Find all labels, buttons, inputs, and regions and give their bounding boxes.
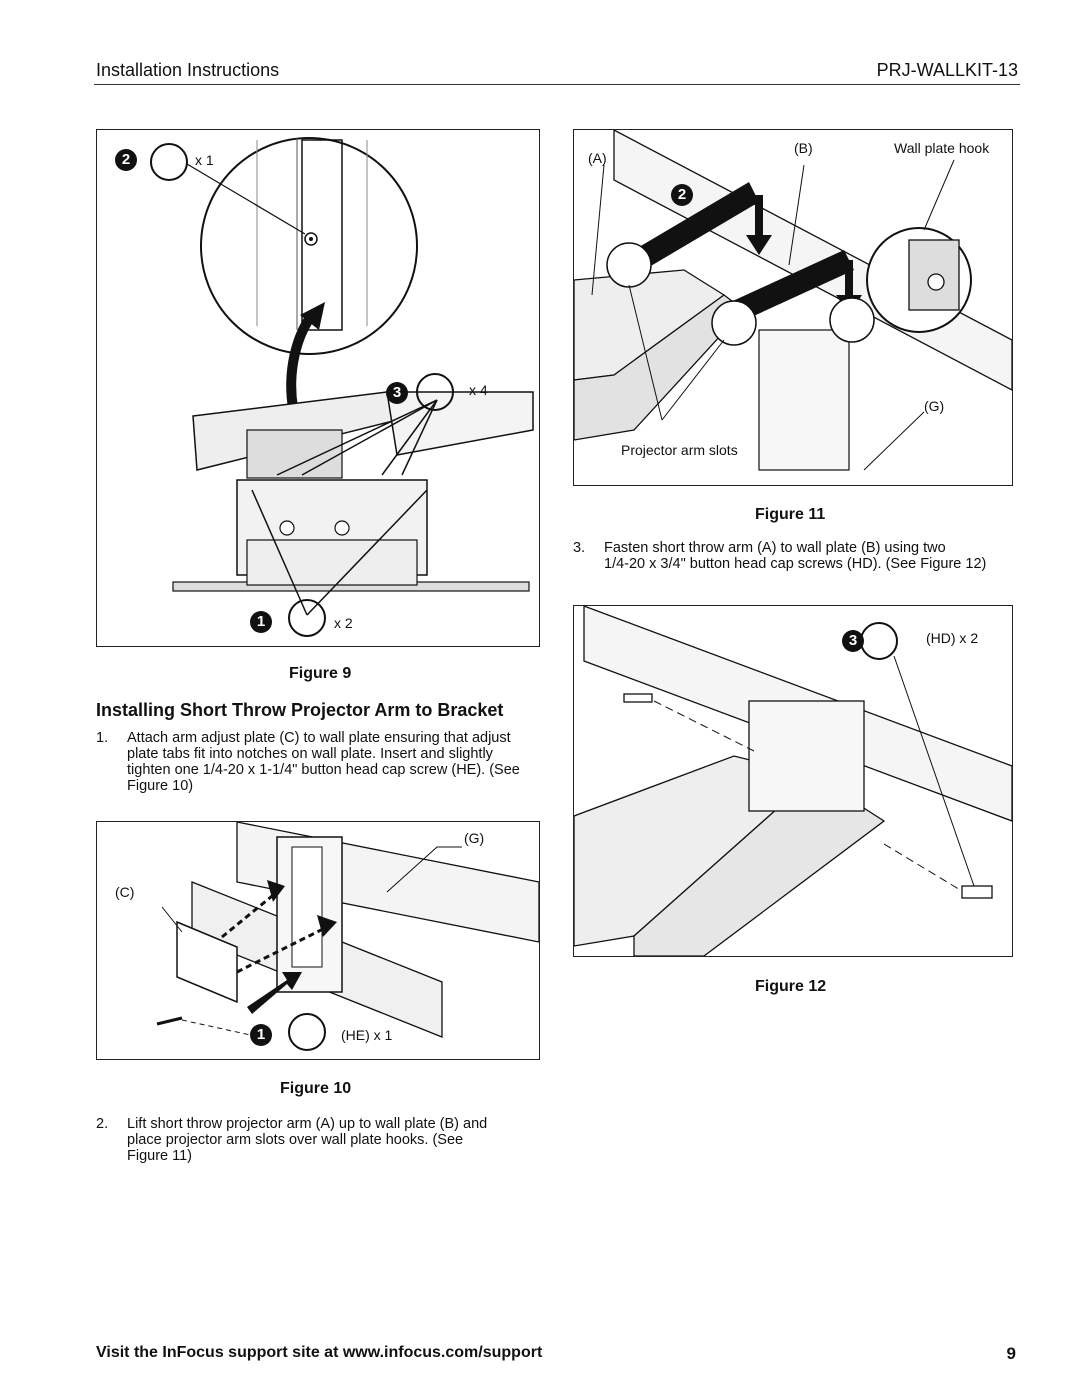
step-line: plate tabs fit into notches on wall plat… <box>127 746 493 762</box>
step-line: place projector arm slots over wall plat… <box>127 1132 464 1148</box>
step-line: Lift short throw projector arm (A) up to… <box>127 1116 488 1132</box>
step-line: Attach arm adjust plate (C) to wall plat… <box>127 730 511 746</box>
count-label: x 2 <box>334 615 353 631</box>
step-number: 1. <box>96 730 109 746</box>
figure-11-illustration: (A) (B) Wall plate hook 2 (G) Projector … <box>573 129 1013 486</box>
count-label: x 1 <box>195 152 214 168</box>
step-line: Fasten short throw arm (A) to wall plate… <box>604 540 946 556</box>
step-line: Figure 10) <box>127 778 194 794</box>
step-line: 1/4-20 x 3/4" button head cap screws (HD… <box>604 556 987 572</box>
label-c: (C) <box>115 884 135 900</box>
step-1: 1. Attach arm adjust plate (C) to wall p… <box>96 730 546 796</box>
model-number: PRJ-WALLKIT-13 <box>876 60 1018 80</box>
figure-10-caption: Figure 10 <box>280 1080 352 1097</box>
step-badge-3: 3 <box>842 630 864 652</box>
step-number: 3. <box>573 540 586 556</box>
figure-10-illustration: (G) (C) 1 (HE) x 1 <box>96 821 540 1060</box>
label-g: (G) <box>924 398 945 414</box>
label-projector-arm-slots: Projector arm slots <box>621 442 738 458</box>
figure-12-caption: Figure 12 <box>755 978 827 995</box>
count-label: x 4 <box>469 382 488 398</box>
doc-title: Installation Instructions <box>96 60 280 80</box>
figure-9-illustration: 2 x 1 3 x 4 1 x 2 <box>96 129 540 647</box>
step-badge-2: 2 <box>671 184 693 206</box>
figure-11-caption: Figure 11 <box>755 506 826 523</box>
label-wall-plate-hook: Wall plate hook <box>894 140 990 156</box>
step-line: tighten one 1/4-20 x 1-1/4" button head … <box>127 762 520 778</box>
label-a: (A) <box>588 150 607 166</box>
step-3: 3. Fasten short throw arm (A) to wall pl… <box>573 540 1023 574</box>
figure-12-illustration: 3 (HD) x 2 <box>573 605 1013 957</box>
support-footer: Visit the InFocus support site at www.in… <box>96 1344 543 1361</box>
figure-9-caption: Figure 9 <box>289 665 352 682</box>
page-number: 9 <box>1006 1344 1016 1363</box>
label-he: (HE) x 1 <box>341 1027 393 1043</box>
step-number: 2. <box>96 1116 109 1132</box>
label-b: (B) <box>794 140 813 156</box>
step-badge-1: 1 <box>250 611 272 633</box>
step-line: Figure 11) <box>127 1148 193 1164</box>
label-g: (G) <box>464 830 485 846</box>
step-badge-2: 2 <box>115 149 137 171</box>
label-hd: (HD) x 2 <box>926 630 979 646</box>
step-badge-3: 3 <box>386 382 408 404</box>
section-title: Installing Short Throw Projector Arm to … <box>96 700 504 720</box>
step-badge-1: 1 <box>250 1024 272 1046</box>
header-rule <box>94 84 1020 85</box>
step-2: 2. Lift short throw projector arm (A) up… <box>96 1116 546 1166</box>
